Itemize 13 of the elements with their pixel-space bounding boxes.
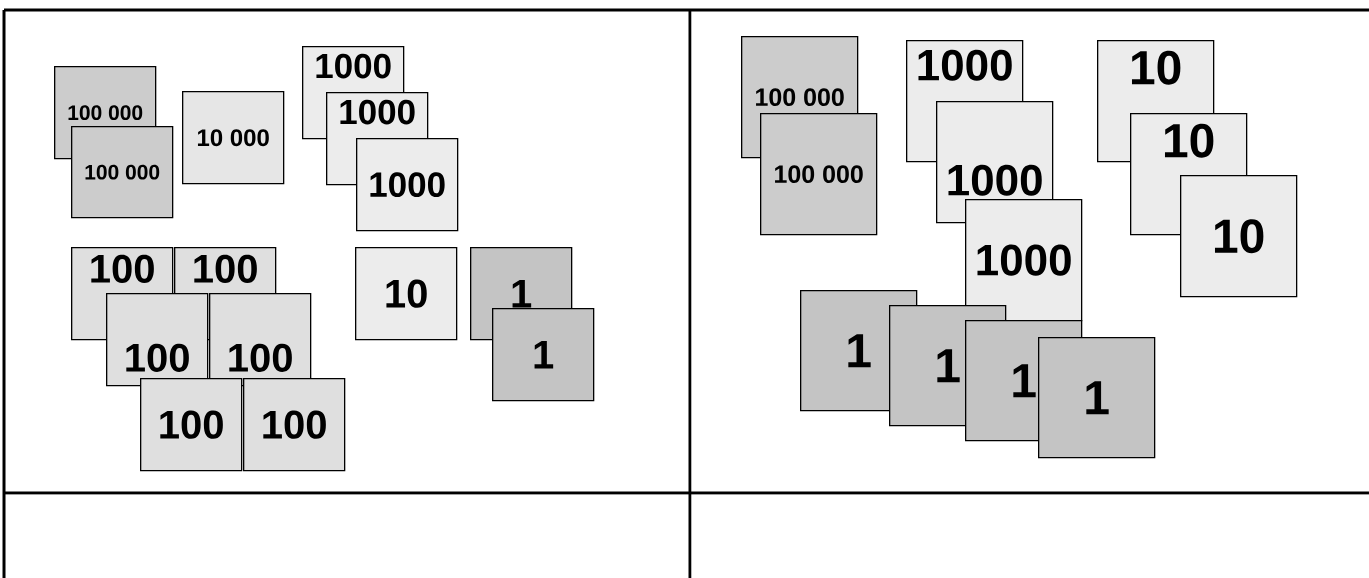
number-card: 10 000	[182, 91, 285, 185]
number-card: 100	[140, 378, 243, 472]
number-card: 1000	[356, 138, 459, 232]
number-card: 100	[106, 293, 209, 387]
number-card: 10	[355, 247, 458, 341]
number-card: 100 000	[71, 126, 174, 219]
number-card: 10	[1180, 175, 1298, 298]
number-card: 100	[209, 293, 312, 387]
number-card: 100 000	[760, 113, 878, 236]
number-card: 1000	[965, 199, 1083, 322]
number-card: 1	[492, 308, 595, 402]
number-card: 1	[1038, 337, 1156, 459]
number-card: 100	[243, 378, 346, 472]
